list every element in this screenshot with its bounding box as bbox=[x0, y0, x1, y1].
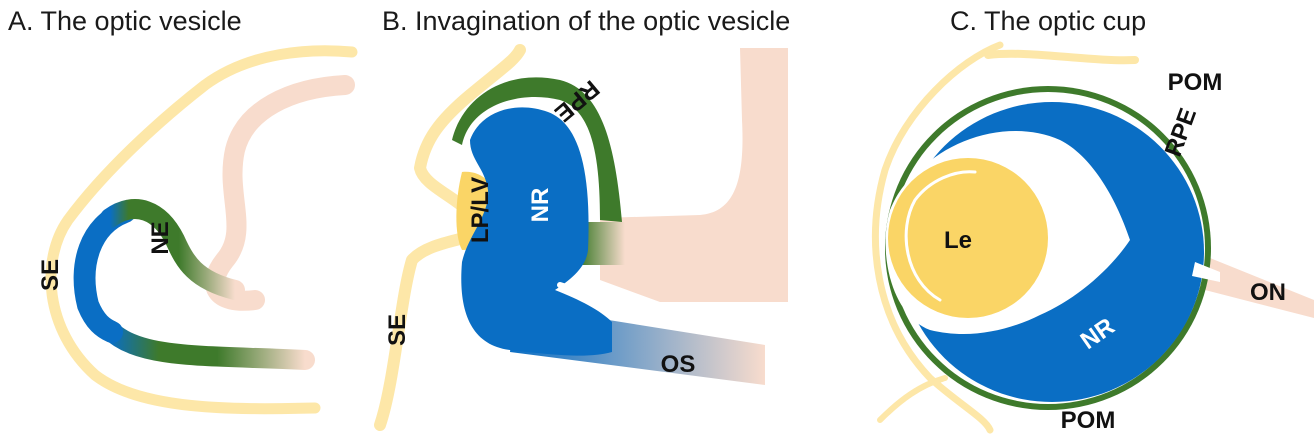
label-se-b: SE bbox=[384, 314, 411, 346]
label-le-c: Le bbox=[944, 227, 972, 254]
mesenchyme-b bbox=[600, 48, 788, 302]
vesicle-lower-arm-a bbox=[110, 330, 305, 360]
panel-a-diagram bbox=[51, 51, 352, 409]
label-rpe-c: RPE bbox=[1160, 105, 1202, 161]
label-pom-top-c: POM bbox=[1168, 69, 1223, 96]
surface-ectoderm-bottom-c bbox=[880, 378, 945, 420]
label-ne-a: NE bbox=[147, 221, 174, 254]
surface-ectoderm-top-c bbox=[988, 54, 1135, 60]
label-lplv-b: LP/LV bbox=[467, 177, 494, 243]
label-os-b: OS bbox=[661, 351, 696, 378]
label-on-c: ON bbox=[1250, 279, 1286, 306]
label-nr-b: NR bbox=[527, 188, 554, 223]
vesicle-bend-a bbox=[85, 212, 125, 332]
panel-c-diagram bbox=[875, 45, 1314, 430]
label-pom-bottom-c: POM bbox=[1061, 407, 1116, 434]
mesenchyme-a bbox=[215, 85, 345, 301]
label-se-a: SE bbox=[37, 259, 64, 291]
